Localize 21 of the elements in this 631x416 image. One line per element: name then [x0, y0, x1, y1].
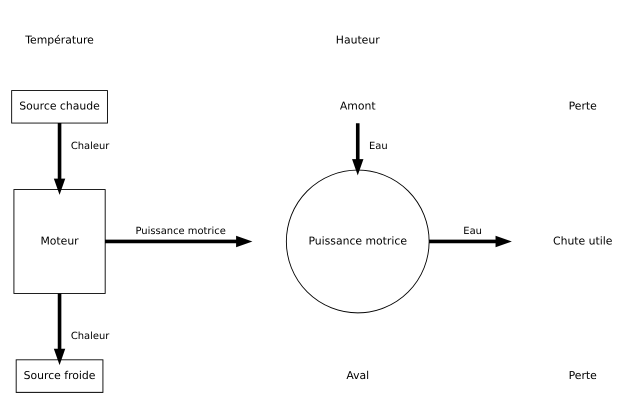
arrow	[429, 235, 512, 247]
edge-label: Puissance motrice	[136, 226, 226, 237]
label: Perte	[568, 99, 597, 112]
node-box: Moteur	[13, 188, 106, 294]
edge-label: Eau	[463, 226, 482, 237]
label: Perte	[568, 368, 597, 382]
label: Chute utile	[553, 234, 612, 247]
label: Hauteur	[336, 33, 380, 46]
edge-label: Chaleur	[70, 330, 110, 342]
label: Aval	[346, 368, 370, 382]
edge-label: Chaleur	[70, 140, 110, 152]
node-text: Amont	[340, 99, 376, 112]
arrow	[105, 235, 252, 247]
node-box: Source froide	[16, 358, 104, 392]
label: Température	[25, 33, 94, 46]
node-box: Source chaude	[11, 90, 108, 124]
arrow	[54, 122, 66, 194]
arrow	[352, 122, 364, 175]
arrow	[54, 293, 66, 365]
edge-label: Eau	[369, 140, 388, 152]
node-circle: Puissance motrice	[286, 169, 430, 313]
